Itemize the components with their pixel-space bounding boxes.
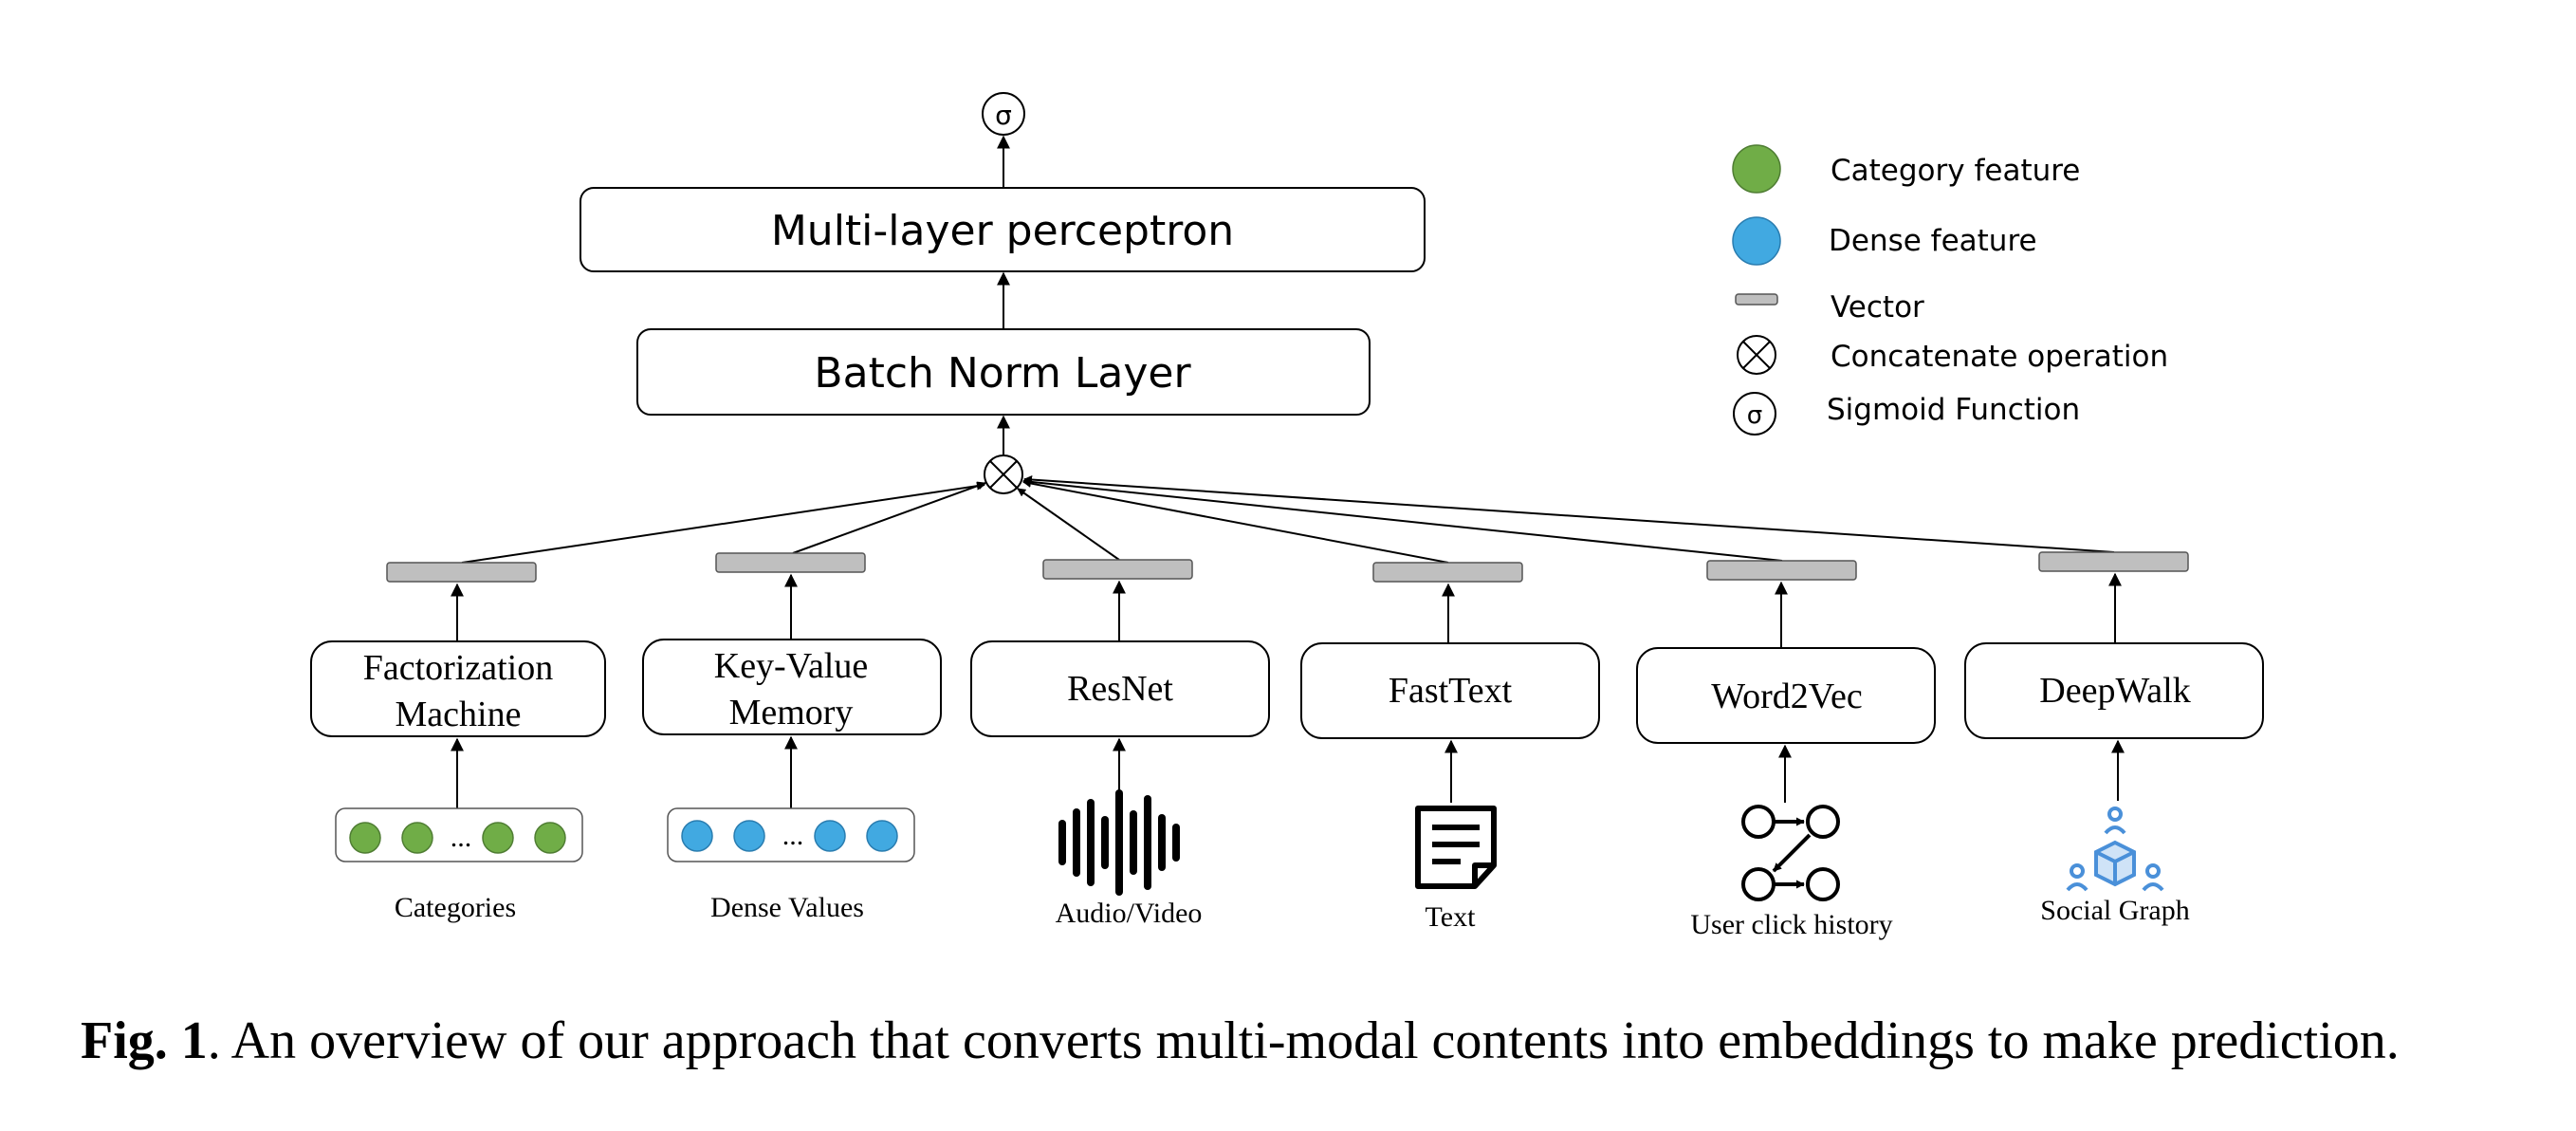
encoder-box-fasttext xyxy=(1300,642,1600,739)
column-resnet: ResNet Audio/Video xyxy=(970,488,1270,929)
column-word2vec: Word2Vec User click history xyxy=(1022,477,1936,940)
arrow-vector-to-concat xyxy=(1023,475,2115,553)
encoder-label-line-1: Factorization xyxy=(363,648,553,688)
arrow-vector-to-concat xyxy=(1022,479,1449,564)
arrow-vector-to-concat xyxy=(1017,488,1120,561)
batch-norm-label: Batch Norm Layer xyxy=(814,349,1191,398)
social-graph-icon xyxy=(2066,807,2164,892)
encoder-box-factorization-machine xyxy=(310,640,606,737)
mlp-box: Multi-layer perceptron xyxy=(580,187,1426,272)
svg-text:...: ... xyxy=(451,822,472,853)
mlp-label: Multi-layer perceptron xyxy=(771,207,1234,255)
encoder-label: ResNet xyxy=(1067,669,1173,709)
encoder-box-resnet xyxy=(970,640,1270,737)
arrow-vector-to-concat xyxy=(792,481,986,554)
column-fasttext: FastText Text xyxy=(1022,479,1600,933)
svg-text:Dense feature: Dense feature xyxy=(1829,224,2037,258)
caption-text: . An overview of our approach that conve… xyxy=(207,1011,2400,1070)
svg-text:Category feature: Category feature xyxy=(1831,154,2080,188)
legend-item-concatenate-operation: Concatenate operation xyxy=(1737,335,2168,375)
legend-item-category-feature: Category feature xyxy=(1732,144,2080,194)
dense-feature-swatch xyxy=(1732,216,1781,266)
arrow-vector-to-concat xyxy=(1022,477,1783,562)
vector-bar xyxy=(2038,551,2189,572)
category-dots-icon: ... xyxy=(335,807,583,862)
svg-text:Vector: Vector xyxy=(1831,290,1924,324)
encoder-label-line-2: Machine xyxy=(396,695,522,734)
column-factorization-machine: Factorization Machine ... Categories xyxy=(310,481,985,923)
input-label-text: Text xyxy=(1426,901,1477,933)
input-label-categories: Categories xyxy=(395,892,516,923)
encoder-label-line-2: Memory xyxy=(729,693,854,732)
legend-item-vector: Vector xyxy=(1735,290,1924,324)
svg-text:Concatenate operation: Concatenate operation xyxy=(1831,340,2168,374)
encoder-label-line-1: Key-Value xyxy=(714,646,868,686)
figure-number: Fig. 1 xyxy=(81,1011,208,1070)
legend-item-dense-feature: Dense feature xyxy=(1732,216,2037,266)
column-key-value-memory: Key-Value Memory ... Dense Values xyxy=(642,481,986,923)
dense-dots-icon: ... xyxy=(667,807,915,862)
concatenate-node xyxy=(984,454,1023,494)
concatenate-icon xyxy=(1737,335,1776,375)
figure-caption: Fig. 1. An overview of our approach that… xyxy=(81,1010,2547,1071)
input-label-social-graph: Social Graph xyxy=(2040,895,2189,926)
input-label-dense-values: Dense Values xyxy=(710,892,864,923)
click-history-graph-icon xyxy=(1741,805,1840,901)
audio-waveform-icon xyxy=(1058,789,1180,896)
svg-text:σ: σ xyxy=(1747,401,1762,430)
sigmoid-symbol: σ xyxy=(995,100,1012,131)
column-deepwalk: DeepWalk Social Graph xyxy=(1023,475,2264,926)
svg-text:Sigmoid Function: Sigmoid Function xyxy=(1827,393,2080,427)
encoder-label: FastText xyxy=(1389,671,1513,711)
category-feature-swatch xyxy=(1732,144,1781,194)
sigmoid-node: σ xyxy=(982,92,1025,136)
sigmoid-icon xyxy=(1733,392,1776,436)
encoder-box-word2vec xyxy=(1636,647,1936,744)
vector-bar xyxy=(715,552,866,573)
vector-bar xyxy=(386,562,537,583)
vector-swatch xyxy=(1735,293,1778,306)
legend-item-sigmoid-function: σ Sigmoid Function xyxy=(1733,392,2080,436)
vector-bar xyxy=(1042,559,1193,580)
encoder-label: Word2Vec xyxy=(1711,677,1862,716)
input-label-user-click-history: User click history xyxy=(1690,909,1892,940)
architecture-diagram: σ Multi-layer perceptron Batch Norm Laye… xyxy=(310,92,2264,940)
vector-bar xyxy=(1706,560,1857,581)
input-label-audio-video: Audio/Video xyxy=(1056,898,1203,929)
text-document-icon xyxy=(1415,806,1497,889)
encoder-box-deepwalk xyxy=(1964,642,2264,739)
encoder-label: DeepWalk xyxy=(2039,671,2190,711)
vector-bar xyxy=(1372,562,1523,583)
svg-text:...: ... xyxy=(782,820,804,851)
encoder-box-key-value-memory xyxy=(642,639,942,735)
legend: Category feature Dense feature Vector Co… xyxy=(1732,144,2168,436)
batch-norm-box: Batch Norm Layer xyxy=(636,328,1371,416)
arrow-vector-to-concat xyxy=(461,481,985,564)
